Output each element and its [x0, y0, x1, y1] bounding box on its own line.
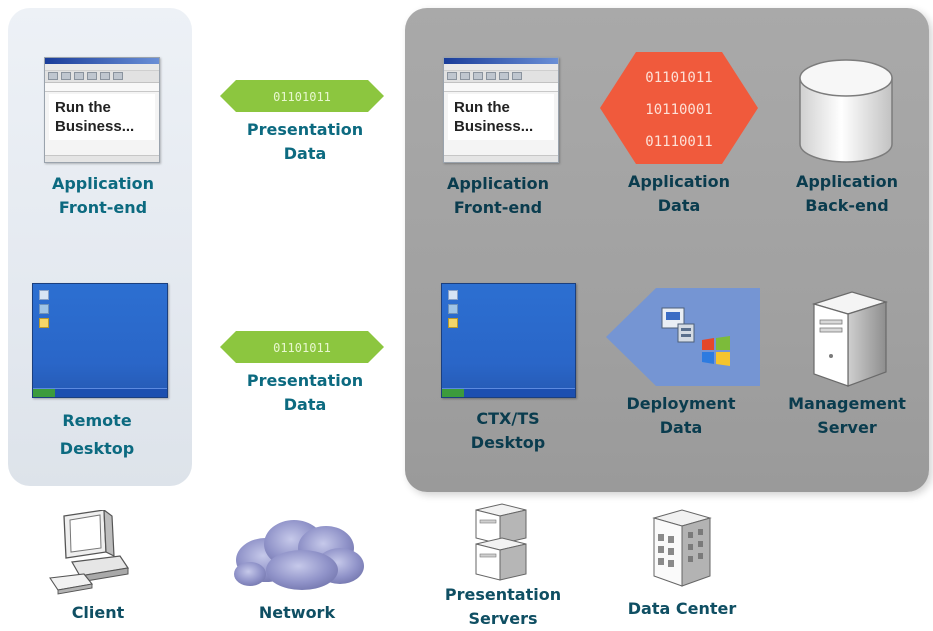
client-app-document: Run the Business... — [49, 94, 155, 140]
client-app-doc-line-1: Run the — [55, 99, 111, 116]
presentation-packet-top-bits: 01101011 — [273, 90, 331, 104]
client-app-window-thumbnail: Run the Business... — [44, 57, 160, 163]
presentation-data-label-top: Presentation Data — [246, 120, 364, 163]
client-app-doc-line-2: Business... — [55, 118, 135, 135]
application-data-bits-2: 10110001 — [645, 102, 712, 118]
server-app-frontend-label: Application Front-end — [446, 174, 550, 217]
deployment-data-label: Deployment Data — [626, 394, 736, 437]
presentation-servers-icon — [475, 503, 527, 581]
remote-desktop-label: Remote Desktop — [59, 411, 135, 458]
application-data-bits-3: 01110011 — [645, 134, 712, 150]
server-app-doc-line-1: Run the — [454, 99, 510, 116]
client-computer-icon — [49, 510, 130, 595]
server-app-document: Run the Business... — [448, 94, 554, 140]
client-remote-desktop-thumbnail — [32, 283, 168, 398]
application-data-hexagon: 01101011 10110001 01110011 — [600, 52, 758, 164]
network-label: Network — [258, 603, 336, 622]
windows-logo-icon — [702, 336, 730, 366]
ctx-desktop-label: CTX/TS Desktop — [470, 409, 546, 452]
application-backend-label: Application Back-end — [795, 172, 899, 215]
client-label: Client — [71, 603, 125, 622]
presentation-packet-bottom: 01101011 — [220, 331, 384, 363]
application-data-bits-1: 01101011 — [645, 70, 712, 86]
deployment-data-arrow — [606, 288, 760, 386]
presentation-packet-bottom-bits: 01101011 — [273, 341, 331, 355]
installer-icon — [661, 307, 695, 343]
network-cloud-icon — [234, 520, 364, 590]
management-server-tower-icon — [811, 291, 889, 387]
server-app-doc-line-2: Business... — [454, 118, 534, 135]
data-center-label: Data Center — [627, 599, 737, 618]
client-app-frontend-label: Application Front-end — [51, 174, 155, 217]
ctx-desktop-thumbnail — [441, 283, 576, 398]
application-data-label: Application Data — [627, 172, 731, 215]
management-server-label: Management Server — [788, 394, 906, 437]
data-center-icon — [652, 509, 712, 587]
server-app-window-thumbnail: Run the Business... — [443, 57, 559, 163]
presentation-servers-label: Presentation Servers — [444, 585, 562, 628]
database-cylinder-icon — [799, 59, 893, 163]
presentation-packet-top: 01101011 — [220, 80, 384, 112]
presentation-data-label-bottom: Presentation Data — [246, 371, 364, 414]
